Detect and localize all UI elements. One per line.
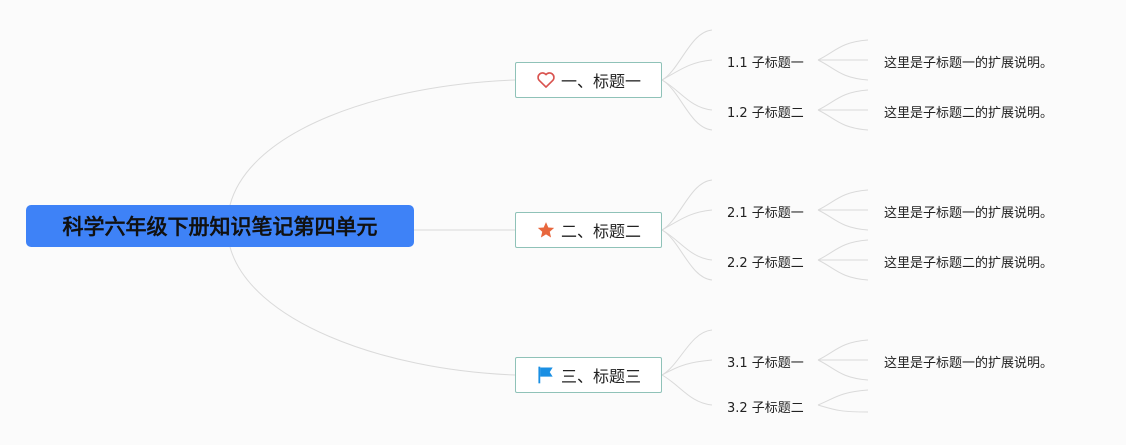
topic-3-label: 三、标题三: [560, 367, 641, 386]
subtopic-1-2[interactable]: 1.2 子标题二: [727, 106, 804, 121]
star-icon: [536, 220, 556, 240]
flag-icon: [536, 365, 556, 385]
root-topic[interactable]: 科学六年级下册知识笔记第四单元: [26, 205, 414, 247]
note-2-2[interactable]: 这里是子标题二的扩展说明。: [884, 256, 1054, 271]
note-3-1[interactable]: 这里是子标题一的扩展说明。: [884, 356, 1054, 371]
subtopic-2-2[interactable]: 2.2 子标题二: [727, 256, 804, 271]
subtopic-1-1[interactable]: 1.1 子标题一: [727, 56, 804, 71]
note-1-2[interactable]: 这里是子标题二的扩展说明。: [884, 106, 1054, 121]
subtopic-2-1[interactable]: 2.1 子标题一: [727, 206, 804, 221]
root-title: 科学六年级下册知识笔记第四单元: [62, 215, 378, 239]
topic-1-label: 一、标题一: [560, 72, 641, 91]
topic-3[interactable]: 三、标题三: [515, 357, 662, 393]
note-1-1[interactable]: 这里是子标题一的扩展说明。: [884, 56, 1054, 71]
note-2-1[interactable]: 这里是子标题一的扩展说明。: [884, 206, 1054, 221]
topic-2[interactable]: 二、标题二: [515, 212, 662, 248]
heart-icon: [536, 70, 556, 90]
topic-1[interactable]: 一、标题一: [515, 62, 662, 98]
subtopic-3-2[interactable]: 3.2 子标题二: [727, 401, 804, 416]
topic-2-label: 二、标题二: [560, 222, 641, 241]
subtopic-3-1[interactable]: 3.1 子标题一: [727, 356, 804, 371]
